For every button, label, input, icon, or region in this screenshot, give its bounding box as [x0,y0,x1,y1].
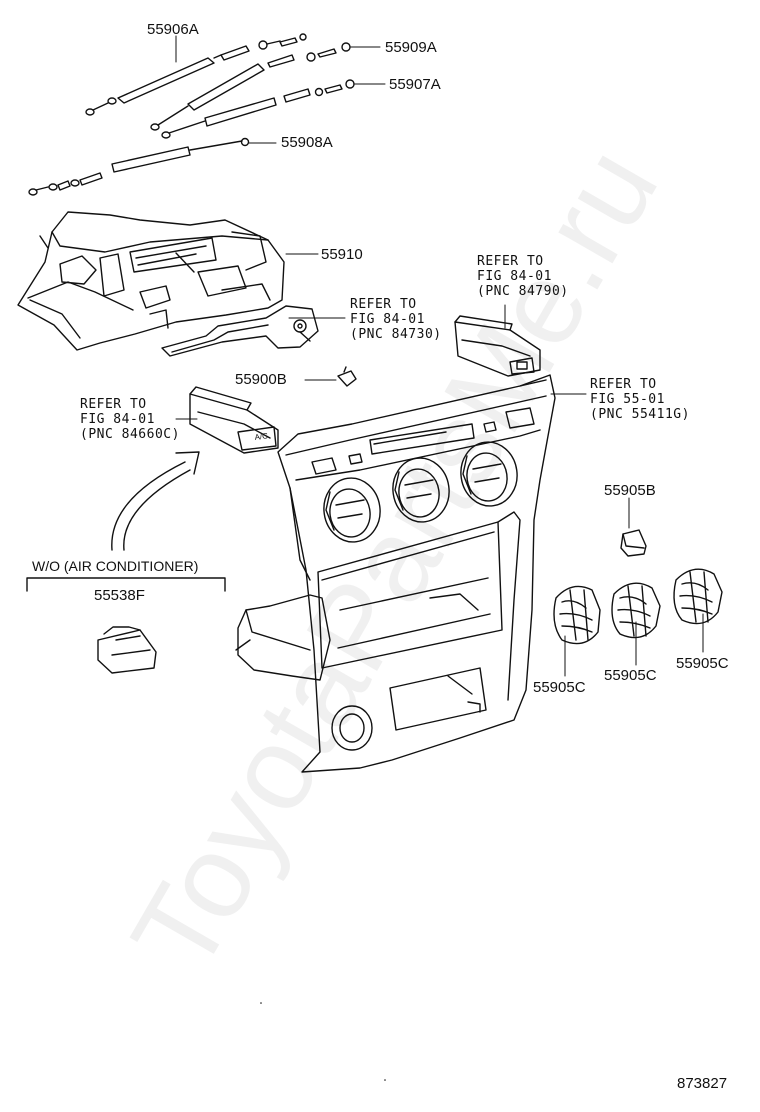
ref-line: REFER TO [590,377,657,392]
ref-line: FIG 55-01 [590,392,665,407]
cable-55907a [161,79,355,139]
ref-note-84730: REFER TO FIG 84-01 (PNC 84730) [350,297,442,342]
label-55905c-center: 55905C [604,667,657,684]
variant-label: W/O (AIR CONDITIONER) [32,558,199,574]
ref-line: FIG 84-01 [80,412,155,427]
variant-arrow [111,451,200,551]
ref-line: REFER TO [350,297,417,312]
ref-line: REFER TO [477,254,544,269]
label-55908a: 55908A [281,134,333,151]
switch-label: A/C [254,431,269,442]
vent-center [392,457,450,523]
lower-bracket [235,593,479,681]
cable-55908a [28,137,250,196]
label-55538f: 55538F [94,587,145,604]
ref-note-84790: REFER TO FIG 84-01 (PNC 84790) [477,254,569,299]
label-55909a: 55909A [385,39,437,56]
variant-bracket [26,577,226,592]
vent-left [323,477,381,543]
cluster-panel [277,374,556,773]
leader-lines [175,35,704,677]
clip-55900b [337,366,357,387]
label-55910: 55910 [321,246,363,263]
ref-line: FIG 84-01 [350,312,425,327]
heater-control-assembly [17,211,285,351]
vent-right [460,441,518,507]
ref-line: REFER TO [80,397,147,412]
connector-55538f [97,626,157,674]
switch-module-84790 [454,315,541,377]
label-55906a: 55906A [147,21,199,38]
label-55905c-right: 55905C [676,655,729,672]
label-55907a: 55907A [389,76,441,93]
cable-55906a [85,33,307,116]
label-55900b: 55900B [235,371,287,388]
knob-55905c-left [553,585,601,645]
knob-55905c-center [611,582,661,639]
ref-note-84660c: REFER TO FIG 84-01 (PNC 84660C) [80,397,180,442]
ref-line: (PNC 84730) [350,327,442,342]
knob-55905c-right [673,568,723,625]
knob-55905b [620,529,647,557]
ref-line: FIG 84-01 [477,269,552,284]
label-55905c-left: 55905C [533,679,586,696]
linkage-bracket [161,305,319,357]
switch-module-84660c [189,386,279,454]
ref-note-55411g: REFER TO FIG 55-01 (PNC 55411G) [590,377,690,422]
cable-55909a [150,42,351,131]
ref-line: (PNC 55411G) [590,407,690,422]
ref-line: (PNC 84790) [477,284,569,299]
label-55905b: 55905B [604,482,656,499]
ref-line: (PNC 84660C) [80,427,180,442]
diagram-id: 873827 [677,1075,728,1092]
